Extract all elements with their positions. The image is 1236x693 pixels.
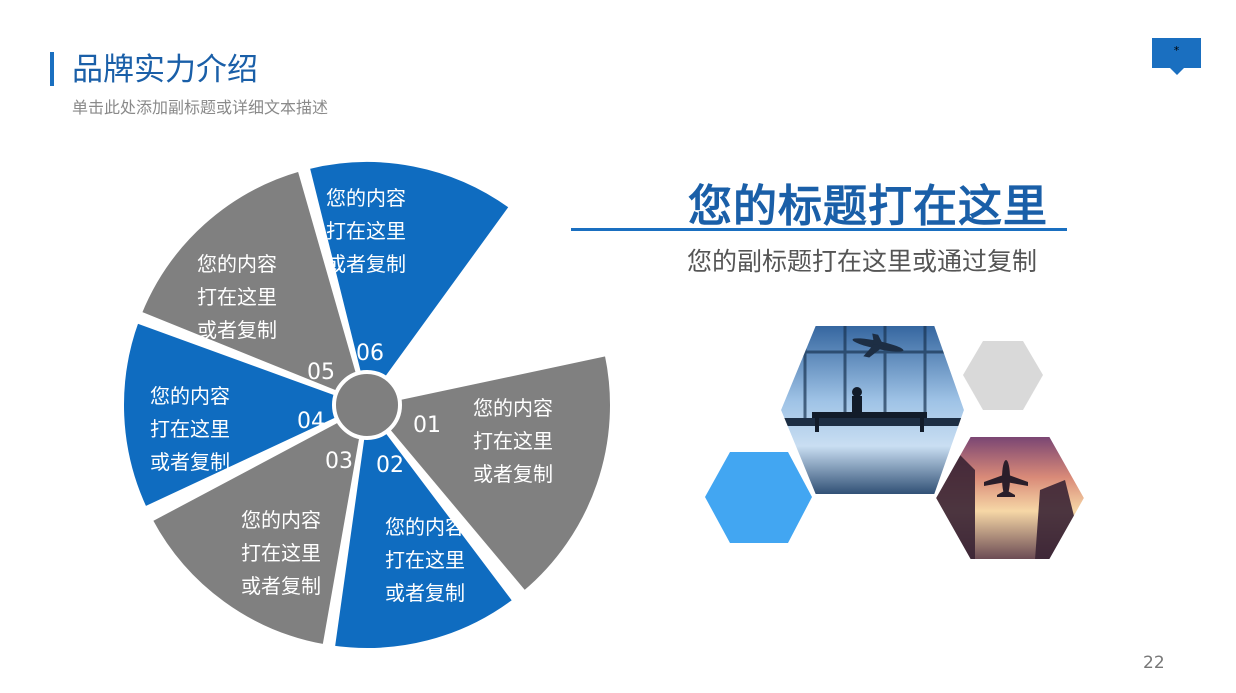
title-underline	[571, 228, 1067, 231]
page-title: 品牌实力介绍	[72, 52, 258, 88]
light-blue-hexagon	[705, 452, 812, 543]
segment-03-text-line: 您的内容	[241, 508, 321, 532]
airport-photo-hexagon	[780, 325, 965, 495]
segment-05-text-line: 或者复制	[197, 318, 277, 342]
airplane-sunset-photo-hexagon-border	[933, 435, 1087, 561]
segment-01-text-line: 或者复制	[473, 462, 553, 486]
segment-02-text-line: 打在这里	[385, 548, 465, 572]
segment-04-number: 04	[297, 409, 325, 434]
segment-03-text-line: 打在这里	[241, 541, 321, 565]
light-gray-hexagon	[963, 341, 1043, 410]
segment-06-text-line: 或者复制	[326, 252, 406, 276]
page-number: 22	[1143, 653, 1165, 673]
segment-01-text-line: 您的内容	[473, 396, 553, 420]
main-title: 您的标题打在这里	[688, 181, 1048, 232]
corner-tag-text: *	[1173, 44, 1180, 57]
segment-05-text-line: 打在这里	[197, 285, 277, 309]
airplane-sunset-photo-hexagon	[935, 436, 1085, 560]
segment-02-number: 02	[376, 453, 404, 478]
segment-06-number: 06	[356, 341, 384, 366]
corner-tag: *	[1152, 38, 1201, 75]
segment-01-text-line: 打在这里	[473, 429, 553, 453]
airport-photo-hexagon-border	[778, 324, 967, 496]
segment-01-number: 01	[413, 413, 441, 438]
segment-02-text-line: 或者复制	[385, 581, 465, 605]
page-subtitle: 单击此处添加副标题或详细文本描述	[72, 98, 329, 117]
segment-04-text-line: 或者复制	[150, 450, 230, 474]
segment-04-text-line: 打在这里	[150, 417, 230, 441]
segment-02-text-line: 您的内容	[385, 515, 465, 539]
segment-05-text-line: 您的内容	[197, 252, 277, 276]
segment-03-text-line: 或者复制	[241, 574, 321, 598]
segment-03-number: 03	[325, 449, 353, 474]
segment-06-text-line: 打在这里	[326, 219, 406, 243]
segment-05-number: 05	[307, 360, 335, 385]
segment-06-text-line: 您的内容	[326, 186, 406, 210]
title-accent-bar	[50, 52, 54, 86]
main-subtitle: 您的副标题打在这里或通过复制	[687, 247, 1038, 276]
segment-04-text-line: 您的内容	[150, 384, 230, 408]
pie-hub	[332, 370, 402, 440]
